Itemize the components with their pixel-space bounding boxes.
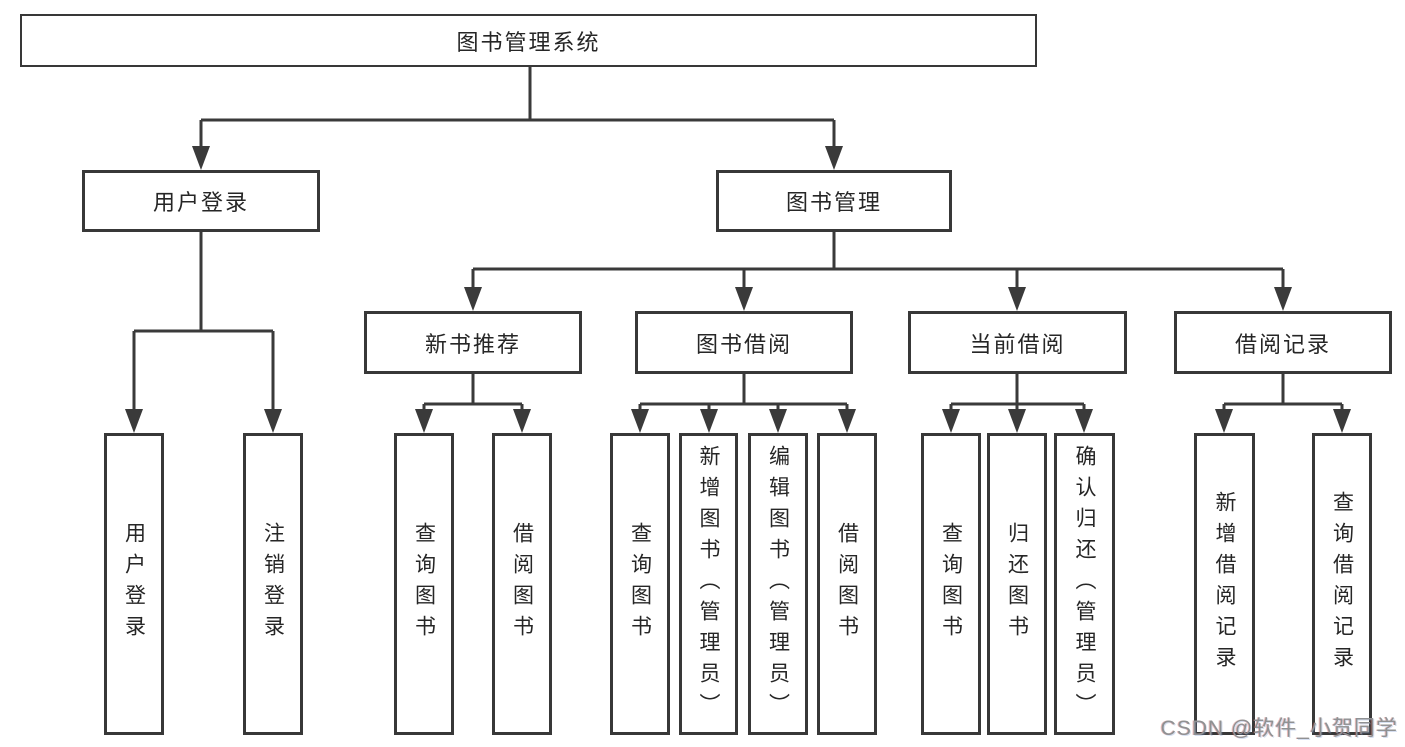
node-root-system: 图书管理系统 (20, 14, 1037, 67)
leaf-query-books-recommend: 查询图书 (394, 433, 454, 735)
csdn-watermark: CSDN @软件_小贺同学 (1160, 717, 1398, 740)
leaf-edit-book-admin: 编辑图书（管理员） (748, 433, 808, 735)
leaf-logout: 注销登录 (243, 433, 303, 735)
leaf-borrow-books-borrow: 借阅图书 (817, 433, 877, 735)
leaf-query-books-current: 查询图书 (921, 433, 981, 735)
node-new-book-recommend: 新书推荐 (364, 311, 582, 374)
node-book-borrowing: 图书借阅 (635, 311, 853, 374)
node-book-management: 图书管理 (716, 170, 952, 232)
leaf-query-borrow-record: 查询借阅记录 (1312, 433, 1372, 735)
leaf-add-borrow-record: 新增借阅记录 (1194, 433, 1255, 735)
node-borrowing-records: 借阅记录 (1174, 311, 1392, 374)
leaf-add-book-admin: 新增图书（管理员） (679, 433, 738, 735)
leaf-user-login: 用户登录 (104, 433, 164, 735)
leaf-query-books-borrow: 查询图书 (610, 433, 670, 735)
node-user-login: 用户登录 (82, 170, 320, 232)
node-current-borrowing: 当前借阅 (908, 311, 1127, 374)
arrowheads (125, 146, 1351, 433)
leaf-return-book: 归还图书 (987, 433, 1047, 735)
leaf-borrow-books-recommend: 借阅图书 (492, 433, 552, 735)
leaf-confirm-return-admin: 确认归还（管理员） (1054, 433, 1115, 735)
